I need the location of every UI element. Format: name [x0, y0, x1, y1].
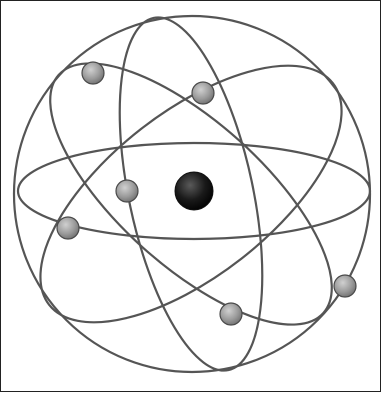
electron	[82, 62, 104, 84]
electron	[57, 217, 79, 239]
electron	[334, 275, 356, 297]
nucleus	[175, 172, 213, 210]
electron	[220, 303, 242, 325]
electron	[116, 180, 138, 202]
electron	[192, 82, 214, 104]
